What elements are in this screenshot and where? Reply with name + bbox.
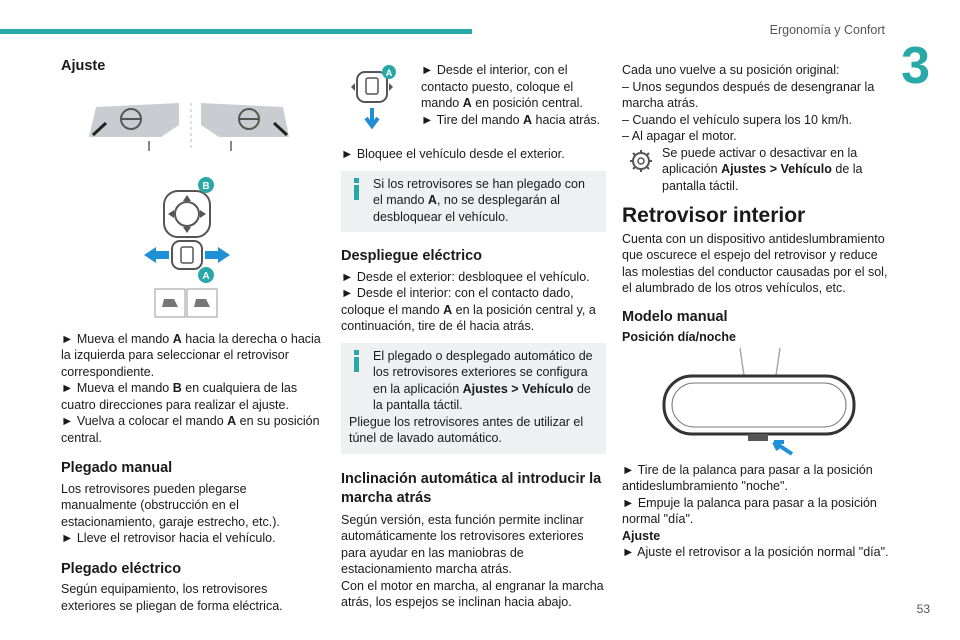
info-icon — [354, 177, 359, 200]
return-item-2: – Cuando el vehículo supera los 10 km/h. — [622, 112, 852, 127]
step-pull-back: ► Tire del mando A hacia atrás. — [421, 112, 601, 127]
column-1: Ajuste B — [61, 58, 321, 614]
adjust-subtitle: Ajuste — [622, 528, 661, 543]
tilt-text-1: Según versión, esta función permite incl… — [341, 512, 584, 577]
joystick-b-icon: B — [163, 176, 214, 238]
manual-fold-title: Plegado manual — [61, 460, 173, 476]
section-title: Ergonomía y Confort — [769, 23, 885, 37]
column-3: Cada uno vuelve a su posición original: … — [622, 62, 894, 561]
gear-icon — [630, 149, 652, 172]
night-step: ► Tire de la palanca para pasar a la pos… — [622, 462, 873, 494]
page-number: 53 — [916, 602, 930, 616]
manual-fold-step: ► Lleve el retrovisor hacia el vehículo. — [61, 531, 276, 545]
day-step: ► Empuje la palanca para pasar a la posi… — [622, 495, 877, 527]
note-no-deploy: Si los retrovisores se han plegado con e… — [341, 170, 606, 232]
day-night-title: Posición día/noche — [622, 330, 736, 344]
deploy-step-exterior: ► Desde el exterior: desbloquee el vehíc… — [341, 269, 590, 284]
inner-mirror-title: Retrovisor interior — [622, 204, 806, 227]
note-auto-fold: El plegado o desplegado automático de lo… — [341, 342, 606, 454]
selector-pull-block: A ► Desde el interior, con el contacto p… — [341, 62, 606, 134]
column-2: A ► Desde el interior, con el contacto p… — [341, 62, 606, 611]
label-a2: A — [386, 68, 393, 78]
mirror-adjust-figure: B A — [89, 102, 289, 317]
return-intro: Cada uno vuelve a su posición original: — [622, 63, 840, 77]
label-b: B — [202, 181, 209, 192]
adjust-title: Ajuste — [61, 58, 106, 74]
electric-fold-text: Según equipamiento, los retrovisores ext… — [61, 582, 283, 613]
tilt-title: Inclinación automática al introducir la … — [341, 470, 602, 506]
settings-hint: Se puede activar o desactivar en la apli… — [622, 145, 894, 195]
manual-fold-text: Los retrovisores pueden plegarse manualm… — [61, 481, 280, 529]
mirror-left-icon — [89, 102, 179, 151]
electric-fold-title: Plegado eléctrico — [61, 560, 182, 577]
deploy-title: Despliegue eléctrico — [341, 248, 483, 264]
adjust-step: ► Ajuste el retrovisor a la posición nor… — [622, 545, 889, 559]
fold-icon — [154, 288, 218, 317]
deploy-step-interior: ► Desde el interior: con el contacto dad… — [341, 286, 596, 333]
info-icon — [354, 349, 359, 372]
return-item-3: – Al apagar el motor. — [622, 129, 737, 143]
header-accent-bar — [0, 29, 472, 34]
selector-a-icon: A — [144, 239, 230, 283]
mirror-right-icon — [201, 102, 289, 151]
tilt-text-2: Con el motor en marcha, al engranar la m… — [341, 578, 604, 610]
rearview-mirror-icon — [662, 347, 856, 456]
step-b-adjust: ► Mueva el mando B en cualquiera de las … — [61, 381, 298, 412]
step-lock-vehicle: ► Bloquee el vehículo desde el exterior. — [341, 147, 565, 161]
selector-pull-figure: A — [351, 65, 396, 130]
return-item-1: – Unos segundos después de desengranar l… — [622, 79, 875, 111]
step-a-center: ► Vuelva a colocar el mando A en su posi… — [61, 414, 320, 445]
manual-model-title: Modelo manual — [622, 308, 728, 325]
chapter-number: 3 — [901, 37, 930, 95]
inner-mirror-text: Cuenta con un dispositivo antideslumbram… — [622, 231, 888, 296]
step-interior-center: ► Desde el interior, con el contacto pue… — [421, 63, 583, 110]
step-a-select: ► Mueva el mando A hacia la derecha o ha… — [61, 331, 321, 379]
label-a: A — [202, 271, 209, 282]
